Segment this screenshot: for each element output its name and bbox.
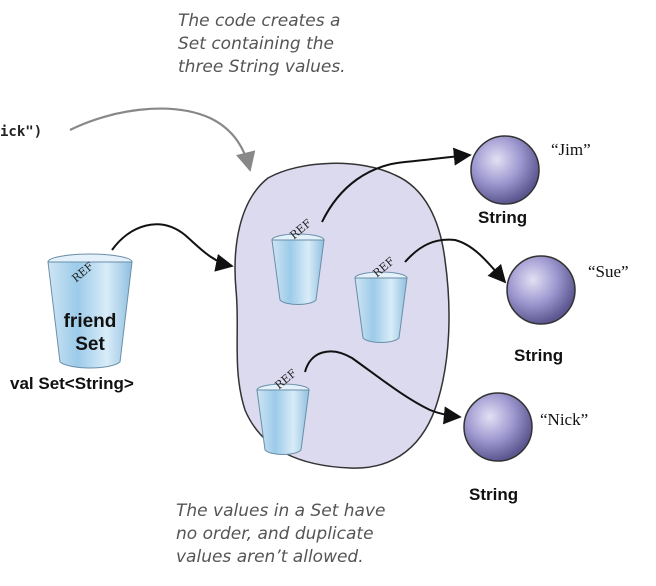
variable-type-word: Set xyxy=(75,334,105,355)
cup-2-to-sue-arrow xyxy=(404,238,507,284)
bottom-annotation-line-3: values aren’t allowed. xyxy=(176,547,364,567)
top-annotation-line-3: three String values. xyxy=(178,57,346,77)
bottom-annotation: The values in a Set have no order, and d… xyxy=(176,500,385,569)
code-to-set-arrow xyxy=(69,107,256,172)
code-fragment: ick") xyxy=(0,124,43,140)
ref-cup-3 xyxy=(256,383,310,455)
bottom-annotation-line-1: The values in a Set have xyxy=(176,501,386,521)
cup-1-to-jim-arrow xyxy=(321,147,472,223)
string-value-jim: “Jim” xyxy=(551,140,591,159)
ref-cup-1 xyxy=(271,233,325,305)
top-annotation-line-2: Set containing the xyxy=(178,34,335,54)
string-object-sue xyxy=(506,255,576,325)
string-object-nick xyxy=(463,392,533,462)
string-type-sue: String xyxy=(514,346,564,365)
top-annotation-line-1: The code creates a xyxy=(178,11,341,31)
ref-cup-2 xyxy=(354,271,408,343)
bottom-annotation-line-2: no order, and duplicate xyxy=(176,524,374,544)
string-value-sue: “Sue” xyxy=(588,262,629,281)
variable-declaration: val Set<String> xyxy=(10,374,134,393)
string-object-jim xyxy=(470,135,540,205)
friend-to-set-arrow xyxy=(111,223,234,272)
cup-3-to-nick-arrow xyxy=(304,350,462,425)
string-value-nick: “Nick” xyxy=(540,410,589,429)
friend-variable-cup: friend Set xyxy=(47,253,133,369)
variable-name: friend xyxy=(64,311,117,332)
top-annotation: The code creates a Set containing the th… xyxy=(178,10,346,79)
string-type-jim: String xyxy=(478,208,528,227)
string-type-nick: String xyxy=(469,485,519,504)
